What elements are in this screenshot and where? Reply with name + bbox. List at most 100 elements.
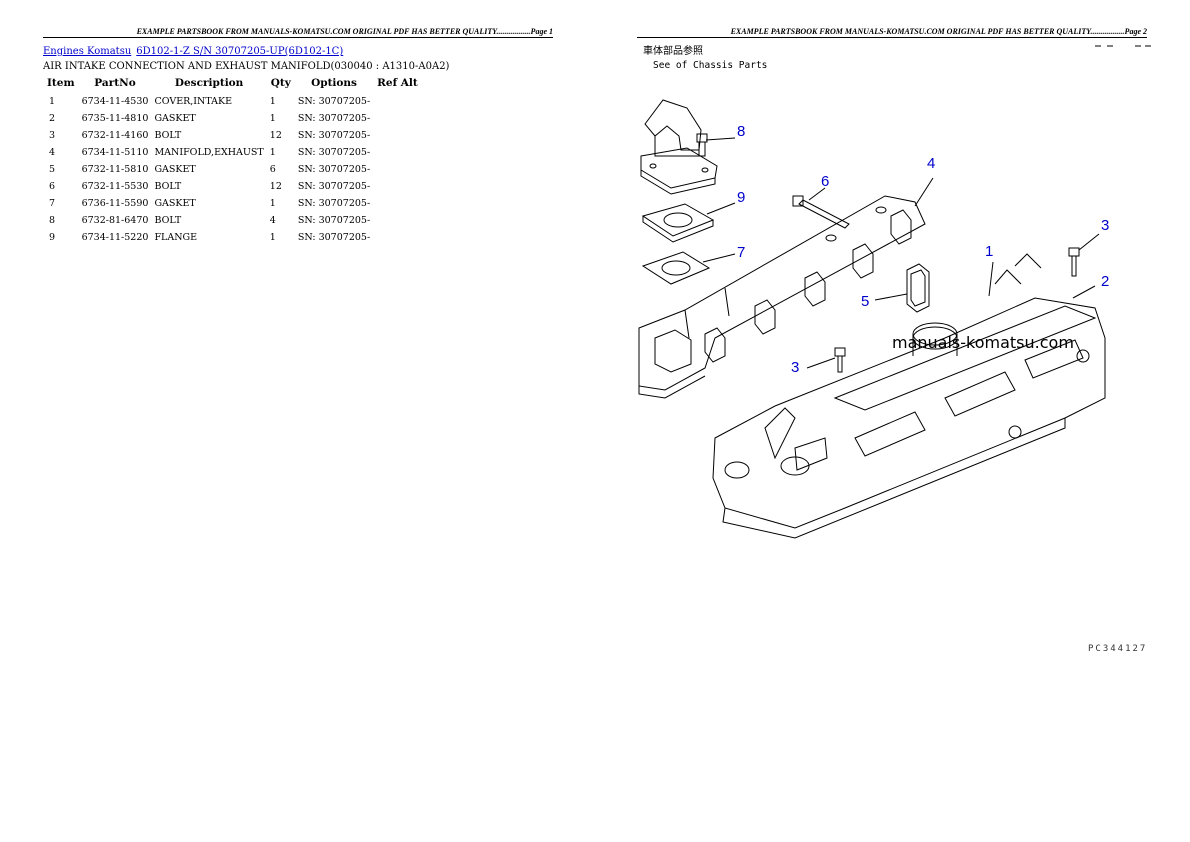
watermark: manuals-komatsu.com	[892, 333, 1074, 352]
col-header-partno: PartNo	[94, 77, 136, 89]
callout-8: 8	[737, 123, 745, 140]
cell-item: 2	[49, 113, 56, 124]
cell-item: 8	[49, 215, 56, 226]
page-header-text: EXAMPLE PARTSBOOK FROM MANUALS-KOMATSU.C…	[730, 27, 1147, 36]
cell-qty: 1	[269, 113, 276, 124]
cell-refalt	[373, 93, 422, 110]
cell-refalt	[373, 144, 422, 161]
exhaust-manifold-part	[638, 177, 934, 399]
flange-9-part	[641, 202, 736, 243]
cell-item: 9	[49, 232, 56, 243]
callout-2: 2	[1101, 273, 1109, 290]
callout-5: 5	[861, 293, 869, 310]
cell-item: 7	[49, 198, 56, 209]
breadcrumb-link-model[interactable]: 6D102-1-Z S/N 30707205-UP(6D102-1C)	[136, 46, 344, 57]
callout-3-left: 3	[791, 359, 799, 376]
cell-item: 6	[49, 181, 56, 192]
table-row: 9 6734-11-5220 FLANGE 1 SN: 30707205-	[43, 229, 422, 246]
cell-refalt	[373, 161, 422, 178]
cell-description: COVER,INTAKE	[154, 96, 233, 107]
cell-partno: 6732-11-5530	[81, 181, 149, 192]
table-row: 8 6732-81-6470 BOLT 4 SN: 30707205-	[43, 212, 422, 229]
intake-cover-part	[640, 99, 718, 195]
drawing-code: PC344127	[1088, 644, 1148, 654]
cell-qty: 6	[269, 164, 276, 175]
cell-options: SN: 30707205-	[297, 147, 371, 158]
table-row: 6 6732-11-5530 BOLT 12 SN: 30707205-	[43, 178, 422, 195]
cell-options: SN: 30707205-	[297, 130, 371, 141]
cell-item: 4	[49, 147, 56, 158]
cell-options: SN: 30707205-	[297, 181, 371, 192]
table-row: 5 6732-11-5810 GASKET 6 SN: 30707205-	[43, 161, 422, 178]
chassis-note: See of Chassis Parts	[653, 60, 767, 71]
col-header-qty: Qty	[270, 77, 291, 89]
breadcrumb-link-engines[interactable]: Engines Komatsu	[43, 46, 132, 57]
cell-qty: 1	[269, 232, 276, 243]
bolt-3-part-right	[1068, 233, 1100, 277]
col-header-item: Item	[47, 77, 75, 89]
cell-qty: 1	[269, 147, 276, 158]
cell-refalt	[373, 195, 422, 212]
cell-qty: 1	[269, 198, 276, 209]
cell-options: SN: 30707205-	[297, 215, 371, 226]
breadcrumb: Engines Komatsu 6D102-1-Z S/N 30707205-UP…	[43, 46, 343, 57]
cell-partno: 6732-11-4160	[81, 130, 149, 141]
cell-qty: 12	[269, 181, 282, 192]
page-1: EXAMPLE PARTSBOOK FROM MANUALS-KOMATSU.C…	[43, 27, 553, 38]
gasket-7-part	[641, 251, 736, 285]
cell-item: 5	[49, 164, 56, 175]
cell-options: SN: 30707205-	[297, 96, 371, 107]
cell-description: BOLT	[154, 181, 182, 192]
cell-qty: 4	[269, 215, 276, 226]
cell-partno: 6734-11-4530	[81, 96, 149, 107]
cell-item: 3	[49, 130, 56, 141]
col-header-refalt: Ref Alt	[377, 77, 418, 89]
bolt-3-part-left	[806, 347, 846, 373]
exploded-parts-diagram: 車体部品参照 See of Chassis Parts 8 6 4 9 7 3 …	[638, 44, 1151, 539]
cell-options: SN: 30707205-	[297, 232, 371, 243]
cell-options: SN: 30707205-	[297, 113, 371, 124]
cell-description: BOLT	[154, 215, 182, 226]
cell-description: GASKET	[154, 198, 196, 209]
callout-3-right: 3	[1101, 217, 1109, 234]
cell-description: GASKET	[154, 164, 196, 175]
gasket-5-part	[874, 263, 930, 313]
jp-note: 車体部品参照	[643, 44, 703, 57]
cell-partno: 6734-11-5110	[81, 147, 149, 158]
callout-1: 1	[985, 243, 993, 260]
col-header-description: Description	[174, 77, 244, 89]
page-2: EXAMPLE PARTSBOOK FROM MANUALS-KOMATSU.C…	[595, 0, 1190, 842]
cell-description: BOLT	[154, 130, 182, 141]
cell-item: 1	[49, 96, 56, 107]
header-rule	[637, 37, 1147, 38]
callout-6: 6	[821, 173, 829, 190]
callout-7: 7	[737, 244, 745, 261]
cell-refalt	[373, 127, 422, 144]
callout-4: 4	[927, 155, 935, 172]
cell-description: FLANGE	[154, 232, 198, 243]
cell-partno: 6732-11-5810	[81, 164, 149, 175]
cell-partno: 6734-11-5220	[81, 232, 149, 243]
table-row: 1 6734-11-4530 COVER,INTAKE 1 SN: 30707205-	[43, 93, 422, 110]
cell-partno: 6735-11-4810	[81, 113, 149, 124]
page-title: AIR INTAKE CONNECTION AND EXHAUST MANIFO…	[43, 61, 450, 72]
gasket-2-leader	[1072, 285, 1096, 299]
cylinder-head-part	[712, 253, 1106, 539]
table-row: 3 6732-11-4160 BOLT 12 SN: 30707205-	[43, 127, 422, 144]
cell-partno: 6736-11-5590	[81, 198, 149, 209]
cell-description: GASKET	[154, 113, 196, 124]
col-header-options: Options	[311, 77, 357, 89]
bolt-8-part	[696, 133, 736, 157]
bolt-6-part	[792, 187, 850, 229]
callout-9: 9	[737, 189, 745, 206]
table-row: 2 6735-11-4810 GASKET 1 SN: 30707205-	[43, 110, 422, 127]
cell-qty: 1	[269, 96, 276, 107]
table-header-row: Item PartNo Description Qty Options Ref …	[43, 76, 422, 93]
cell-partno: 6732-81-6470	[81, 215, 149, 226]
page-header-text: EXAMPLE PARTSBOOK FROM MANUALS-KOMATSU.C…	[136, 27, 553, 36]
cell-refalt	[373, 212, 422, 229]
cell-options: SN: 30707205-	[297, 164, 371, 175]
cell-qty: 12	[269, 130, 282, 141]
